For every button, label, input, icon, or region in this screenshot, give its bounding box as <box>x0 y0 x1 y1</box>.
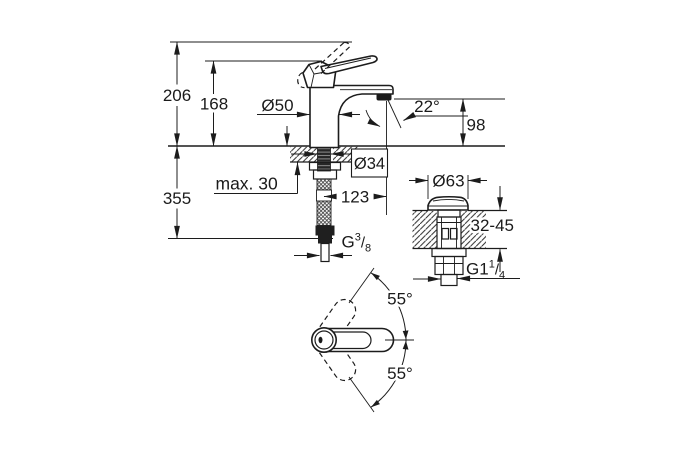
drain-cap-seam <box>432 198 465 202</box>
spout-angle-arc <box>365 109 381 127</box>
drain-overflow-hole-right <box>449 227 458 240</box>
g38-base: G <box>342 233 355 252</box>
dim-o63-ext-lines <box>427 175 469 199</box>
drain-hatch-left <box>412 211 437 248</box>
faucet-side-view: 206 168 355 Ø50 22° 98 max. 30 Ø34 <box>163 41 505 263</box>
swing-arc-arrow-mid-lower <box>402 340 409 350</box>
hose-end-nut-upper <box>315 225 335 236</box>
drain-overflow-hole-left <box>441 227 450 240</box>
dim-g38-label: G3/8 <box>342 232 372 255</box>
spout-angle-line <box>387 99 402 129</box>
drain-hex-facets <box>435 256 463 275</box>
swing-arc-arrow-bottom <box>371 399 380 408</box>
angle-ext-line-upper <box>348 267 375 304</box>
swing-arc <box>370 272 407 408</box>
g38-slash: / <box>361 235 366 252</box>
dim-22deg-leader <box>403 112 468 121</box>
dim-o34-frame <box>350 148 389 178</box>
g114-slash: / <box>495 262 500 279</box>
flex-hose <box>316 178 332 226</box>
g114-sup: 1 <box>489 259 495 271</box>
dim-123-label: 123 <box>341 188 369 207</box>
dim-o34-label: Ø34 <box>354 155 385 173</box>
handle-top-view: 55° 55° <box>310 267 415 413</box>
hose-end-nut-lower <box>318 235 332 244</box>
dim-55-upper-label: 55° <box>387 290 413 309</box>
handle-pivot-inner <box>314 330 334 350</box>
spout-aerator <box>376 93 392 101</box>
drain-tailpipe <box>440 273 458 287</box>
dim-o50-label: Ø50 <box>261 96 293 115</box>
g38-sup: 3 <box>355 232 361 244</box>
handle-raised-dashed-upper <box>314 42 345 70</box>
dim-355-label: 355 <box>163 189 191 208</box>
g114-sub: 4 <box>499 270 505 282</box>
dim-g114-label: G11/4 <box>466 259 505 282</box>
dim-98-label: 98 <box>467 116 486 135</box>
handle-lever-blade <box>320 55 378 75</box>
dim-max30-label: max. 30 <box>216 174 279 194</box>
dim-3245-label: 32-45 <box>471 216 514 235</box>
drain-valve-view: Ø63 32-45 G11/4 <box>409 172 520 287</box>
g38-sub: 8 <box>365 243 371 255</box>
g114-base: G1 <box>466 260 489 279</box>
handle-indicator-dot <box>318 336 323 344</box>
swing-arc-arrow-top <box>371 272 380 281</box>
drain-flange <box>431 247 467 258</box>
dim-o63-label: Ø63 <box>432 172 464 191</box>
connection-pipe-g38 <box>320 242 330 263</box>
hose-sleeve-band <box>316 189 332 202</box>
drain-hex-nut <box>434 255 464 276</box>
handle-raised-dashed-base <box>297 71 305 89</box>
handle-raised-dashed-tip <box>343 41 351 47</box>
drain-cap <box>427 195 469 211</box>
handle-blade-edge-line <box>324 57 372 69</box>
drain-hatch-right <box>461 211 486 248</box>
swing-arc-arrow-mid-upper <box>402 330 409 340</box>
threaded-shank <box>317 146 331 172</box>
dim-206-label: 206 <box>163 86 191 105</box>
handle-raised-dashed-lower <box>320 46 351 74</box>
drain-neck <box>437 209 461 218</box>
dim-22deg-label: 22° <box>414 97 440 116</box>
dim-168-label: 168 <box>200 95 228 114</box>
dim-55-lower-label: 55° <box>387 364 413 383</box>
angle-ext-line-lower <box>348 376 375 413</box>
